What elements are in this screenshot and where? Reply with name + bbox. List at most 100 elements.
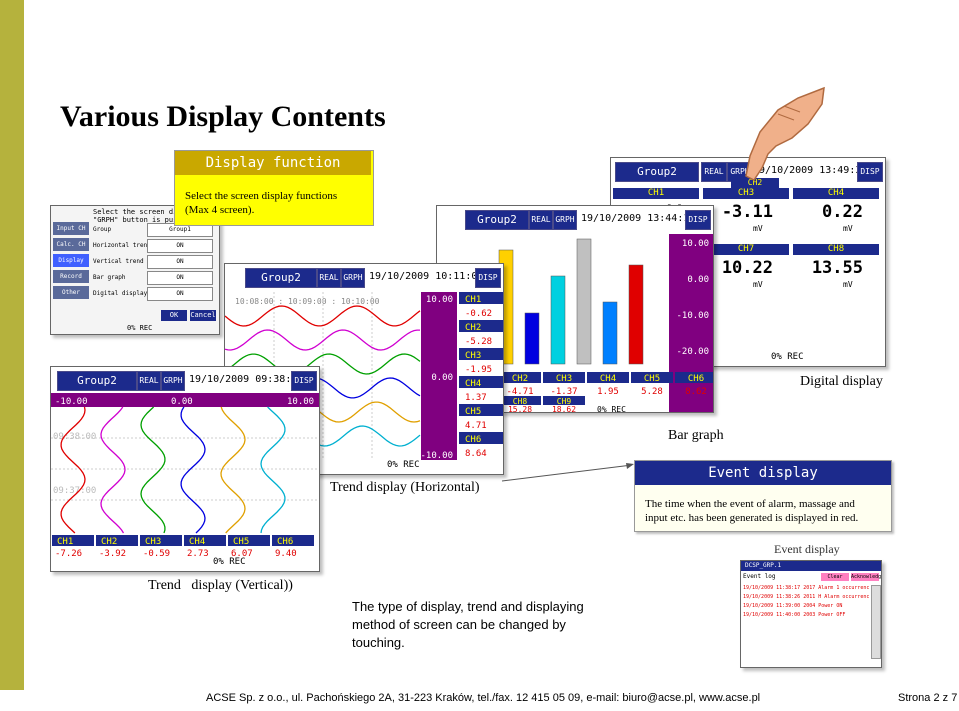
bar-ch-label: CH2 xyxy=(512,374,528,384)
bar-datetime: 19/10/2009 13:44:14 xyxy=(581,213,696,224)
bar-ch-header xyxy=(543,372,585,383)
digital-real[interactable]: REAL xyxy=(701,162,727,182)
digital-cell-header: CH3 xyxy=(703,188,789,199)
trend-v-line xyxy=(100,406,126,534)
menu-ok-button[interactable]: OK xyxy=(161,310,187,321)
trend-v-ch-label: CH1 xyxy=(57,537,73,547)
trend-v-ch-value: 9.40 xyxy=(275,549,297,557)
trend-h-ch-label: CH5 xyxy=(465,407,481,417)
trend-h-ch-value: -1.95 xyxy=(465,365,492,375)
bar-ch-header xyxy=(543,396,585,405)
digital-cell-unit: mV xyxy=(753,280,763,289)
bar-ch-header xyxy=(631,372,673,383)
trend-v-ch-label: CH4 xyxy=(189,537,205,547)
event-callout-text: The time when the event of alarm, massag… xyxy=(645,498,859,524)
footer-company: ACSE Sp. z o.o., ul. Pachońskiego 2A, 31… xyxy=(206,692,761,704)
menu-side-button[interactable]: Other xyxy=(53,286,89,299)
menu-hint: Select the screen display "GRPH" button … xyxy=(93,208,199,224)
menu-row-value[interactable]: ON xyxy=(147,239,213,253)
trend-v-ch-value: -7.26 xyxy=(55,549,82,557)
menu-row-value[interactable]: ON xyxy=(147,287,213,301)
digital-cell-value: 0.22 xyxy=(822,202,863,222)
label-digital: Digital display xyxy=(800,374,883,389)
bar xyxy=(576,238,592,365)
bar-ch-value: 1.95 xyxy=(597,387,619,397)
trend-v-disp[interactable]: DISP xyxy=(291,371,317,391)
label-event-display: Event display xyxy=(774,542,840,556)
bar-ch-value: 15.28 xyxy=(508,405,532,412)
digital-cell-unit: mV xyxy=(753,224,763,233)
trend-v-ch-header xyxy=(140,535,182,546)
bar-screen: Group2 REAL GRPH 19/10/2009 13:44:14 DIS… xyxy=(436,205,714,413)
menu-cancel-button[interactable]: Cancel xyxy=(190,310,216,321)
trend-v-line xyxy=(140,406,166,534)
bar-ch-header xyxy=(675,372,713,383)
trend-v-line xyxy=(260,406,286,534)
menu-side-button[interactable]: Calc. CH xyxy=(53,238,89,251)
bar-ch-label: CH9 xyxy=(557,397,572,406)
trend-v-real[interactable]: REAL xyxy=(137,371,161,391)
trend-v-grph[interactable]: GRPH xyxy=(161,371,185,391)
trend-v-line xyxy=(220,406,246,534)
trend-h-ch-header xyxy=(459,320,503,332)
trend-v-line xyxy=(180,406,206,534)
trend-h-ch-label: CH6 xyxy=(465,435,481,445)
label-bar: Bar graph xyxy=(668,428,724,443)
trend-v-line xyxy=(60,406,86,534)
trend-h-group[interactable]: Group2 xyxy=(245,268,317,288)
trend-h-real[interactable]: REAL xyxy=(317,268,341,288)
trend-h-grph[interactable]: GRPH xyxy=(341,268,365,288)
digital-group[interactable]: Group2 xyxy=(615,162,699,182)
note-text: The type of display, trend and displayin… xyxy=(352,599,584,650)
menu-side-button[interactable]: Display xyxy=(53,254,89,267)
trend-v-ch-header xyxy=(184,535,226,546)
event-scrollbar[interactable] xyxy=(871,585,881,659)
bar xyxy=(550,275,566,365)
digital-disp[interactable]: DISP xyxy=(857,162,883,182)
bar-ch-value: -1.37 xyxy=(550,387,577,397)
digital-extra-header: CH2 xyxy=(731,178,779,188)
arrow xyxy=(501,463,634,482)
trend-h-disp[interactable]: DISP xyxy=(475,268,501,288)
bar-ch-value: -4.71 xyxy=(506,387,533,397)
trend-v-ch-label: CH2 xyxy=(101,537,117,547)
event-row: 19/10/2009 11:38:17 2017 Alarm 1 occurre… xyxy=(743,585,869,591)
menu-row-value[interactable]: ON xyxy=(147,255,213,269)
event-header: DCSP_GRP.1 xyxy=(741,561,881,571)
bar-grph[interactable]: GRPH xyxy=(553,210,577,230)
trend-v-group[interactable]: Group2 xyxy=(57,371,137,391)
trend-h-line xyxy=(225,353,421,375)
trend-h-ch-value: 4.71 xyxy=(465,421,487,431)
trend-v-scale-label: 0.00 xyxy=(171,397,193,407)
bar-real[interactable]: REAL xyxy=(529,210,553,230)
event-tab-clear[interactable]: Clear xyxy=(821,573,849,581)
menu-side-button[interactable]: Input CH xyxy=(53,222,89,235)
trend-v-ch-value: -0.59 xyxy=(143,549,170,557)
trend-v-screen: Group2 REAL GRPH 19/10/2009 09:38:38 DIS… xyxy=(50,366,320,572)
menu-side-button[interactable]: Record xyxy=(53,270,89,283)
bar-ch-value: 5.28 xyxy=(641,387,663,397)
bar-ch-label: CH4 xyxy=(600,374,616,384)
bar-ch-label: CH6 xyxy=(688,374,704,384)
trend-h-scale-label: 0.00 xyxy=(431,373,453,383)
bar-disp[interactable]: DISP xyxy=(685,210,711,230)
trend-v-scale-label: 10.00 xyxy=(287,397,314,407)
trend-h-ch-label: CH3 xyxy=(465,351,481,361)
event-tab-log[interactable]: Event log xyxy=(743,573,776,580)
bar-group[interactable]: Group2 xyxy=(465,210,529,230)
event-row: 19/10/2009 11:40:00 2003 Power OFF xyxy=(743,612,846,618)
trend-h-rec: 0% REC xyxy=(387,460,420,470)
event-callout: Event display The time when the event of… xyxy=(634,460,892,532)
bar-ch-header xyxy=(499,372,541,383)
digital-rec: 0% REC xyxy=(771,352,804,362)
trend-h-ch-header xyxy=(459,404,503,416)
accent-stripe xyxy=(0,0,24,711)
trend-h-ch-value: 1.37 xyxy=(465,393,487,403)
bar-ch-label: CH8 xyxy=(513,397,528,406)
menu-row-value[interactable]: ON xyxy=(147,271,213,285)
trend-h-ch-header xyxy=(459,348,503,360)
digital-datetime: 19/10/2009 13:49:31 xyxy=(753,165,868,176)
event-tab-ack[interactable]: Acknowledge xyxy=(851,573,882,581)
digital-cell-value: 10.22 xyxy=(721,258,773,278)
